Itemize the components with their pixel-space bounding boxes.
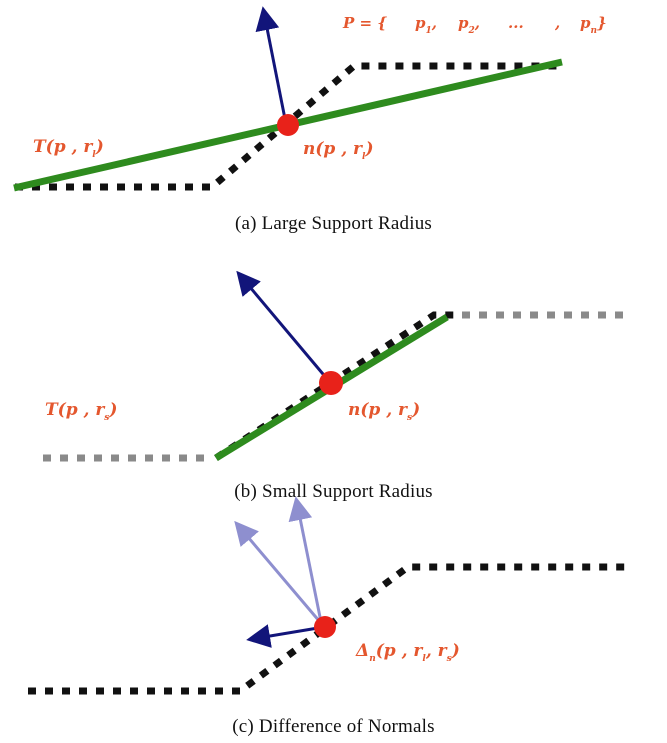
caption-large-support-radius: (a) Large Support Radius bbox=[234, 213, 433, 234]
point-set-p2-sub: 2 bbox=[468, 26, 475, 36]
point-set-p2: p bbox=[458, 14, 469, 32]
panel-c: Δn(p , rl, rs) bbox=[28, 496, 628, 695]
query-point-c bbox=[314, 616, 336, 638]
panel-a: P = { p1, p2, ... , pn} T(p , rl) n(p , … bbox=[13, 6, 607, 192]
normal-arrow-icon bbox=[288, 496, 323, 623]
point-set-pn-sub: n bbox=[591, 26, 598, 36]
normal-arrow-icon bbox=[234, 520, 322, 623]
query-point-a bbox=[277, 114, 299, 136]
normal-arrow-icon bbox=[246, 624, 319, 648]
point-set-p1: p bbox=[415, 14, 426, 32]
normal-arrow-icon bbox=[255, 6, 288, 125]
caption-small-support-radius: (b) Small Support Radius bbox=[234, 481, 433, 502]
point-set-label: P = { p1, p2, ... , pn} bbox=[342, 14, 607, 36]
caption-difference-of-normals: (c) Difference of Normals bbox=[232, 716, 435, 737]
difference-label-c: Δn(p , rl, rs) bbox=[355, 641, 460, 664]
normal-arrow-icon bbox=[236, 270, 330, 381]
tangent-label-b: T(p , rs) bbox=[45, 400, 117, 423]
tangent-label-a: T(p , rl) bbox=[33, 137, 104, 160]
point-set-p1-sub: 1 bbox=[426, 26, 432, 36]
point-set-ellipsis: ... bbox=[508, 14, 524, 32]
point-set-prefix: P = { bbox=[342, 14, 387, 32]
point-set-suffix: } bbox=[597, 14, 607, 32]
normal-label-a: n(p , rl) bbox=[303, 139, 373, 162]
point-set-pn: p bbox=[580, 14, 591, 32]
panel-b: T(p , rs) n(p , rs) bbox=[43, 270, 628, 462]
surface-profile-c bbox=[28, 563, 628, 695]
normal-label-b: n(p , rs) bbox=[348, 400, 420, 423]
query-point-b bbox=[319, 371, 343, 395]
